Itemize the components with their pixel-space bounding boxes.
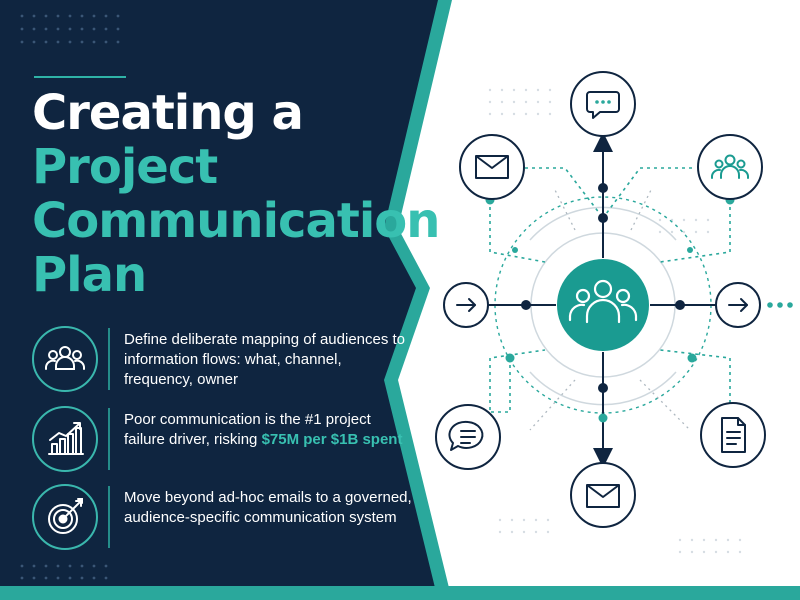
title-accent-rule xyxy=(34,76,126,78)
node-group-top-right xyxy=(697,134,763,200)
node-email-bottom xyxy=(570,462,636,528)
people-group-icon xyxy=(32,326,98,392)
node-arrow-right xyxy=(715,282,761,328)
target-arrow-icon xyxy=(32,484,98,550)
message-lines-icon xyxy=(448,420,484,451)
node-arrow-left xyxy=(443,282,489,328)
feature-text: Move beyond ad-hoc emails to a governed,… xyxy=(124,489,412,526)
feature-divider xyxy=(108,486,110,548)
page-title: Creating a Project Communication Plan xyxy=(32,85,440,303)
feature-text: Poor communication is the #1 project fai… xyxy=(124,410,414,450)
dot-grid-bottom xyxy=(20,564,108,580)
node-document-bottom-right xyxy=(700,402,766,468)
document-icon xyxy=(721,417,746,453)
bar-chart-trend-icon xyxy=(32,406,98,472)
chat-bubble-icon xyxy=(586,91,620,119)
node-message-bottom-left xyxy=(435,404,501,470)
feature-audience-mapping: Define deliberate mapping of audiences t… xyxy=(32,326,412,396)
feature-text: Define deliberate mapping of audiences t… xyxy=(124,331,406,388)
feature-divider xyxy=(108,328,110,390)
ellipsis-dots xyxy=(767,302,793,308)
arrow-right-icon xyxy=(456,298,476,312)
dot-field-decor xyxy=(488,88,742,554)
people-group-icon xyxy=(711,154,749,179)
feature-highlight: $75M per $1B spent xyxy=(261,431,403,448)
feature-divider xyxy=(108,408,110,470)
envelope-icon xyxy=(586,484,620,508)
dot-grid-top xyxy=(20,14,120,44)
node-chat-top xyxy=(570,71,636,137)
dotted-connectors xyxy=(488,167,731,413)
feature-failure-risk: Poor communication is the #1 project fai… xyxy=(32,406,412,476)
bottom-accent-bar xyxy=(0,586,800,600)
title-line-3: Communication xyxy=(32,193,440,249)
feature-text-body: Poor communication is the #1 project fai… xyxy=(124,411,371,448)
title-line-4: Plan xyxy=(32,247,147,303)
grey-connectors xyxy=(529,189,691,431)
arrow-right-icon xyxy=(728,298,748,312)
title-line-1: Creating a xyxy=(32,85,304,141)
node-email-top-left xyxy=(459,134,525,200)
feature-governed-system: Move beyond ad-hoc emails to a governed,… xyxy=(32,484,412,554)
title-line-2: Project xyxy=(32,139,218,195)
people-group-icon xyxy=(568,279,638,324)
envelope-icon xyxy=(475,155,509,179)
hub-node xyxy=(557,259,649,351)
